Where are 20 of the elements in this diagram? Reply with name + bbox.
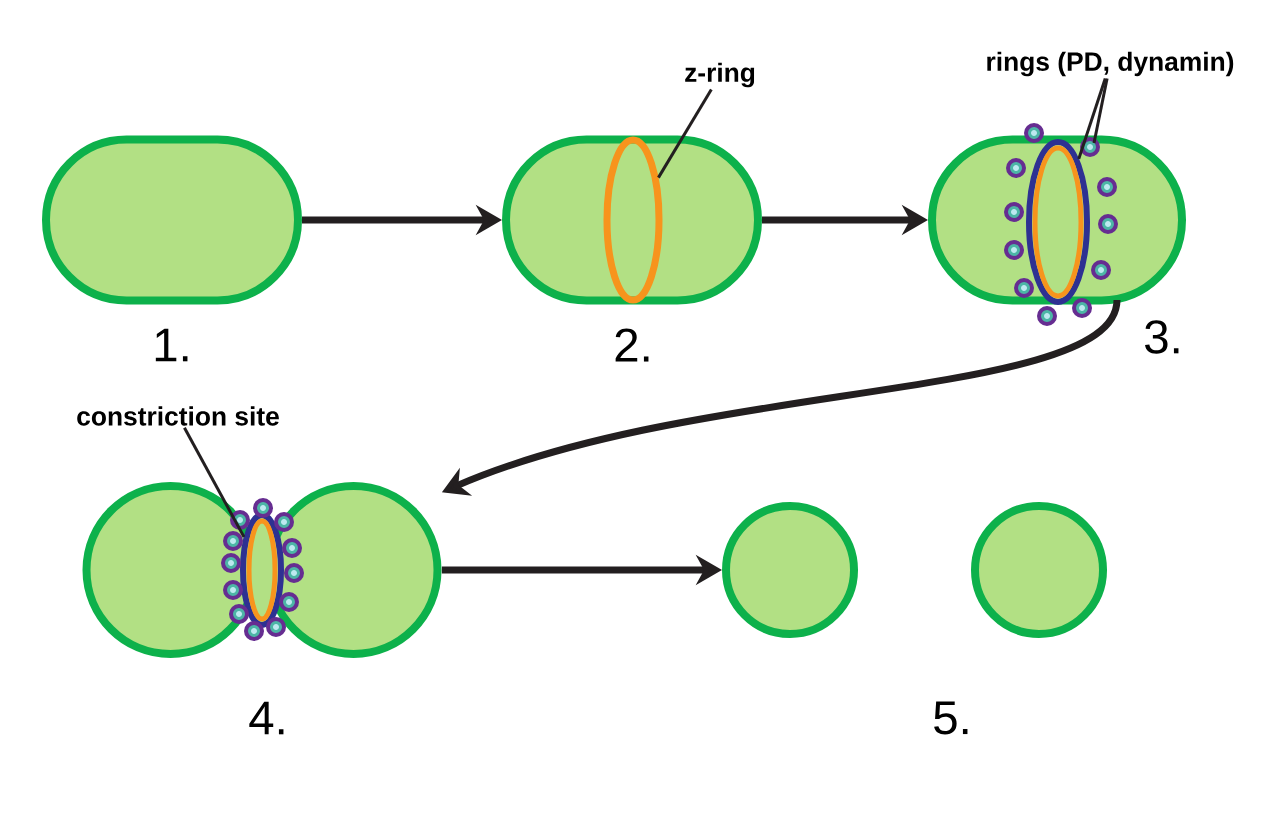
step-number: 5. (934, 701, 968, 735)
step-number: 4. (249, 701, 284, 735)
callout-label: constriction site (77, 406, 279, 426)
cell-drawing (42, 135, 302, 305)
cell-drawing (502, 135, 762, 305)
leader-line (1077, 77, 1107, 160)
callout-label: rings (PD, dynamin) (987, 51, 1234, 77)
z-ring-drawing (603, 136, 663, 304)
ring-drawing (1004, 123, 1118, 326)
callout-label: z-ring (685, 62, 755, 88)
leader-line (1092, 78, 1109, 144)
step-number: 3. (1145, 320, 1179, 354)
step-number: 1. (155, 328, 188, 362)
ring-drawing (221, 498, 304, 641)
cell-drawing (722, 502, 858, 638)
leader-line (183, 427, 246, 538)
leader-line (657, 88, 713, 179)
dividing-cell-drawing (82, 482, 442, 658)
cell-drawing (971, 502, 1107, 638)
step-number: 2. (615, 328, 649, 362)
